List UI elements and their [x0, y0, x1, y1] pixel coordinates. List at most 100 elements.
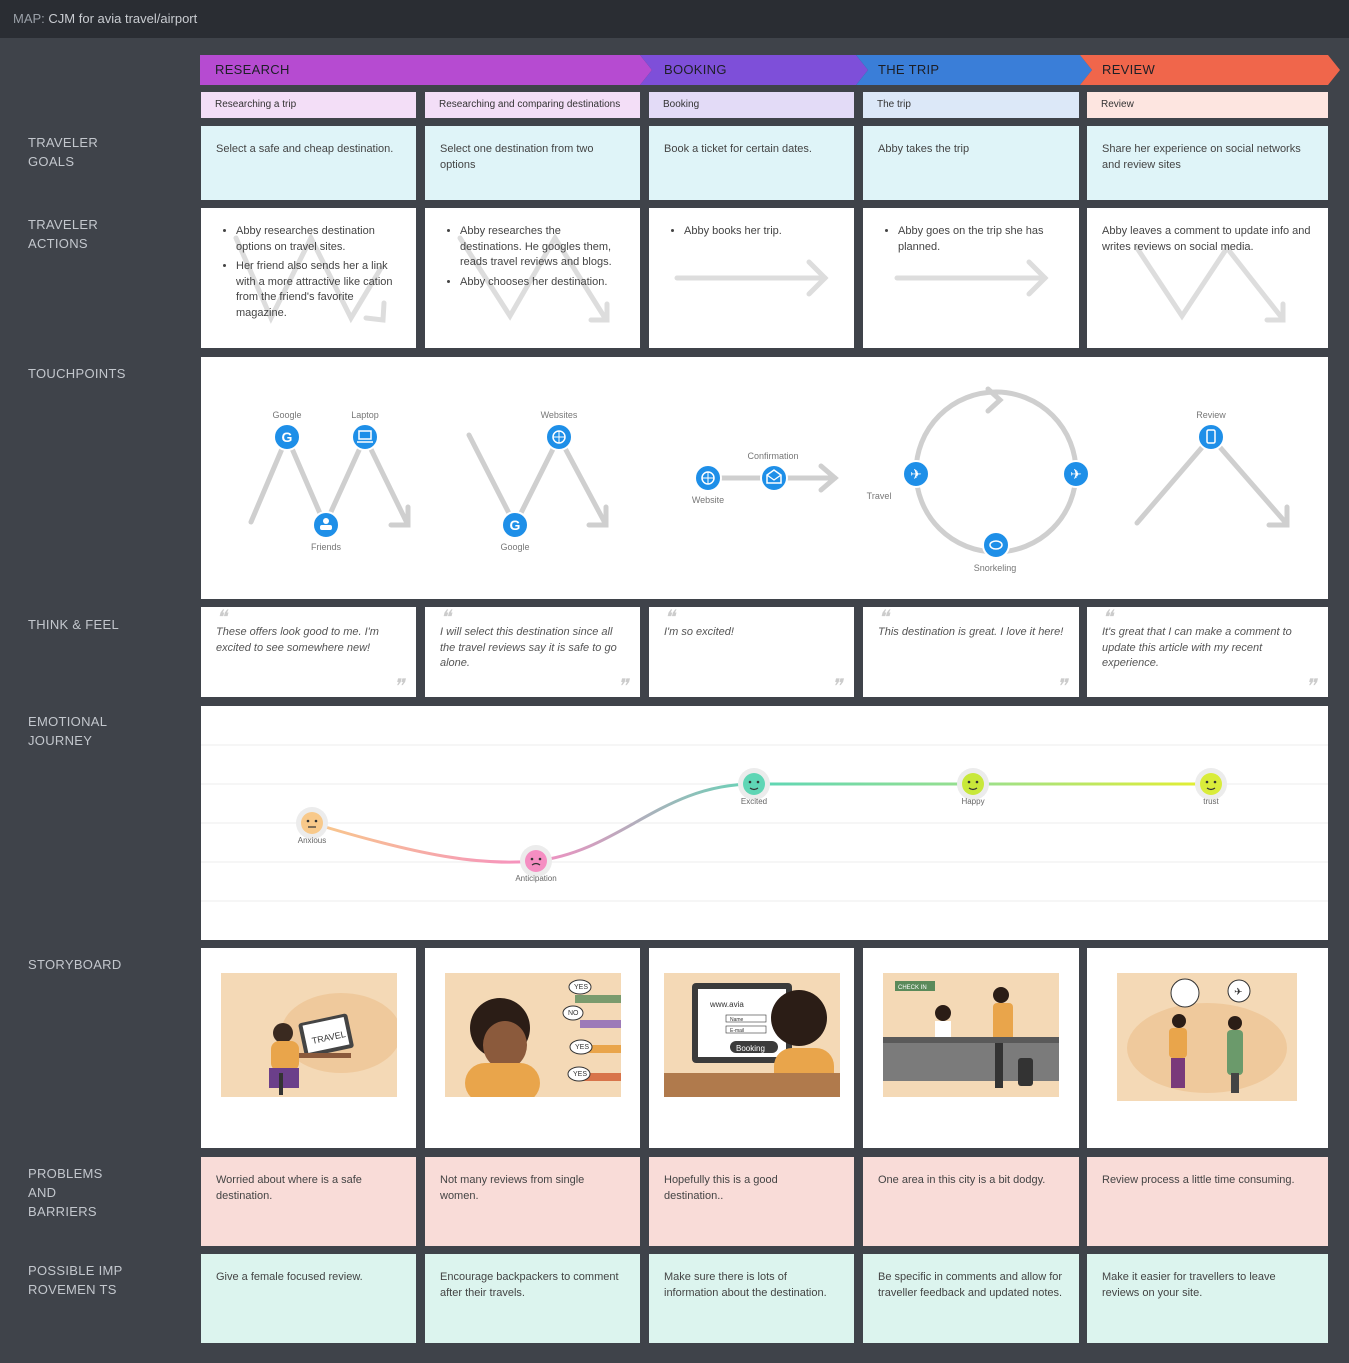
zigzag-arrow-icon [457, 233, 610, 323]
emotion-face-icon [743, 773, 765, 795]
problem-card[interactable]: Not many reviews from single women. [425, 1157, 640, 1246]
snorkel-icon [982, 531, 1010, 559]
svg-text:E-mail: E-mail [730, 1028, 744, 1034]
action-card[interactable]: Abby goes on the trip she has planned. [863, 208, 1079, 348]
laptop-icon [351, 423, 379, 451]
zigzag-arrow-icon [1134, 243, 1286, 323]
row-label-problems: PROBLEMS AND BARRIERS [28, 1166, 103, 1219]
goal-card[interactable]: Select a safe and cheap destination. [201, 126, 416, 200]
svg-text:✈: ✈ [910, 467, 922, 483]
row-label-storyboard: STORYBOARD [28, 957, 122, 972]
storyboard-card[interactable]: TRAVEL [201, 948, 416, 1148]
problem-card[interactable]: Worried about where is a safe destinatio… [201, 1157, 416, 1246]
emotion-node-anxious[interactable]: Anxious [296, 807, 328, 845]
action-card[interactable]: Abby researches destination options on t… [201, 208, 416, 348]
map-title-bar: MAP: CJM for avia travel/airport [0, 0, 1349, 38]
improvement-card[interactable]: Encourage backpackers to comment after t… [425, 1254, 640, 1343]
quote-card[interactable]: ❝I will select this destination since al… [425, 607, 640, 697]
storyboard-card[interactable]: YES NO YES YES [425, 948, 640, 1148]
action-item: Abby goes on the trip she has planned. [898, 224, 1064, 255]
plane-icon: ✈ [902, 460, 930, 488]
touchpoint-label: Snorkeling [974, 563, 1017, 573]
problem-card[interactable]: One area in this city is a bit dodgy. [863, 1157, 1079, 1246]
problem-card[interactable]: Hopefully this is a good destination.. [649, 1157, 854, 1246]
substage-comparing-destinations[interactable]: Researching and comparing destinations [425, 92, 640, 118]
emotion-face-icon [525, 850, 547, 872]
storyboard-card[interactable]: CHECK IN [863, 948, 1079, 1148]
google-icon: G [501, 511, 529, 539]
improvement-card[interactable]: Make it easier for travellers to leave r… [1087, 1254, 1328, 1343]
quote-close-icon: ❞ [393, 675, 404, 698]
quote-open-icon: ❝ [878, 607, 889, 629]
emotion-node-anticipation[interactable]: Anticipation [515, 845, 557, 883]
emotion-node-excited[interactable]: Excited [738, 768, 770, 806]
improvement-card[interactable]: Make sure there is lots of information a… [649, 1254, 854, 1343]
action-card[interactable]: Abby books her trip. [649, 208, 854, 348]
goal-card[interactable]: Select one destination from two options [425, 126, 640, 200]
touchpoint-label: Website [692, 495, 724, 505]
stage-the-trip[interactable]: THE TRIP [878, 62, 940, 77]
action-item: Abby researches the destinations. He goo… [460, 224, 625, 271]
row-label-touchpoints: TOUCHPOINTS [28, 366, 126, 381]
stage-review[interactable]: REVIEW [1102, 62, 1156, 77]
touchpoint-label: Confirmation [747, 451, 798, 461]
right-arrow-icon [894, 259, 1049, 297]
svg-text:Name: Name [730, 1017, 744, 1023]
substage-review[interactable]: Review [1087, 92, 1328, 118]
svg-text:Booking: Booking [736, 1044, 765, 1053]
friends-icon [312, 511, 340, 539]
touchpoint-label: Friends [311, 542, 342, 552]
mail-icon [760, 464, 788, 492]
goal-card[interactable]: Share her experience on social networks … [1087, 126, 1328, 200]
touchpoint-label: Travel [867, 491, 892, 501]
svg-text:YES: YES [574, 984, 588, 991]
stage-booking[interactable]: BOOKING [664, 62, 727, 77]
action-text: Abby leaves a comment to update info and… [1102, 225, 1311, 253]
emotion-node-happy[interactable]: Happy [957, 768, 989, 806]
phone-icon [1197, 423, 1225, 451]
emotion-face-icon [1200, 773, 1222, 795]
map-title: CJM for avia travel/airport [48, 11, 198, 26]
substage-the-trip[interactable]: The trip [863, 92, 1079, 118]
stage-arrows [200, 55, 1340, 85]
svg-text:CHECK IN: CHECK IN [898, 985, 927, 991]
storyboard-image: ✈ [1117, 973, 1297, 1101]
action-item: Abby books her trip. [684, 224, 839, 240]
storyboard-card[interactable]: www.avia Name E-mail Booking [649, 948, 854, 1148]
quote-card[interactable]: ❝It's great that I can make a comment to… [1087, 607, 1328, 697]
row-label-actions: TRAVELER ACTIONS [28, 217, 99, 251]
improvement-card[interactable]: Give a female focused review. [201, 1254, 416, 1343]
substage-booking[interactable]: Booking [649, 92, 854, 118]
storyboard-card[interactable]: ✈ [1087, 948, 1328, 1148]
goal-card[interactable]: Book a ticket for certain dates. [649, 126, 854, 200]
svg-text:G: G [510, 517, 521, 533]
touchpoint-label: Google [500, 542, 529, 552]
action-card[interactable]: Abby researches the destinations. He goo… [425, 208, 640, 348]
emotion-face-icon [301, 812, 323, 834]
action-item: Abby chooses her destination. [460, 275, 625, 291]
globe-icon [545, 423, 573, 451]
goal-card[interactable]: Abby takes the trip [863, 126, 1079, 200]
quote-close-icon: ❞ [831, 675, 842, 698]
action-card[interactable]: Abby leaves a comment to update info and… [1087, 208, 1328, 348]
storyboard-image: CHECK IN [883, 973, 1059, 1097]
stage-research[interactable]: RESEARCH [215, 62, 290, 77]
quote-close-icon: ❞ [1305, 675, 1316, 698]
substage-researching-trip[interactable]: Researching a trip [201, 92, 416, 118]
globe-icon [694, 464, 722, 492]
plane-icon: ✈ [1062, 460, 1090, 488]
storyboard-image: TRAVEL [221, 973, 397, 1097]
svg-text:YES: YES [575, 1044, 589, 1051]
svg-text:✈: ✈ [1234, 987, 1242, 998]
quote-card[interactable]: ❝I'm so excited!❞ [649, 607, 854, 697]
quote-card[interactable]: ❝This destination is great. I love it he… [863, 607, 1079, 697]
emotion-label: Excited [741, 797, 767, 806]
emotion-node-trust[interactable]: trust [1195, 768, 1227, 806]
quote-open-icon: ❝ [216, 607, 227, 629]
improvement-card[interactable]: Be specific in comments and allow for tr… [863, 1254, 1079, 1343]
svg-text:www.avia: www.avia [709, 1000, 744, 1009]
problem-card[interactable]: Review process a little time consuming. [1087, 1157, 1328, 1246]
row-label-think-feel: THINK & FEEL [28, 617, 120, 632]
quote-card[interactable]: ❝These offers look good to me. I'm excit… [201, 607, 416, 697]
